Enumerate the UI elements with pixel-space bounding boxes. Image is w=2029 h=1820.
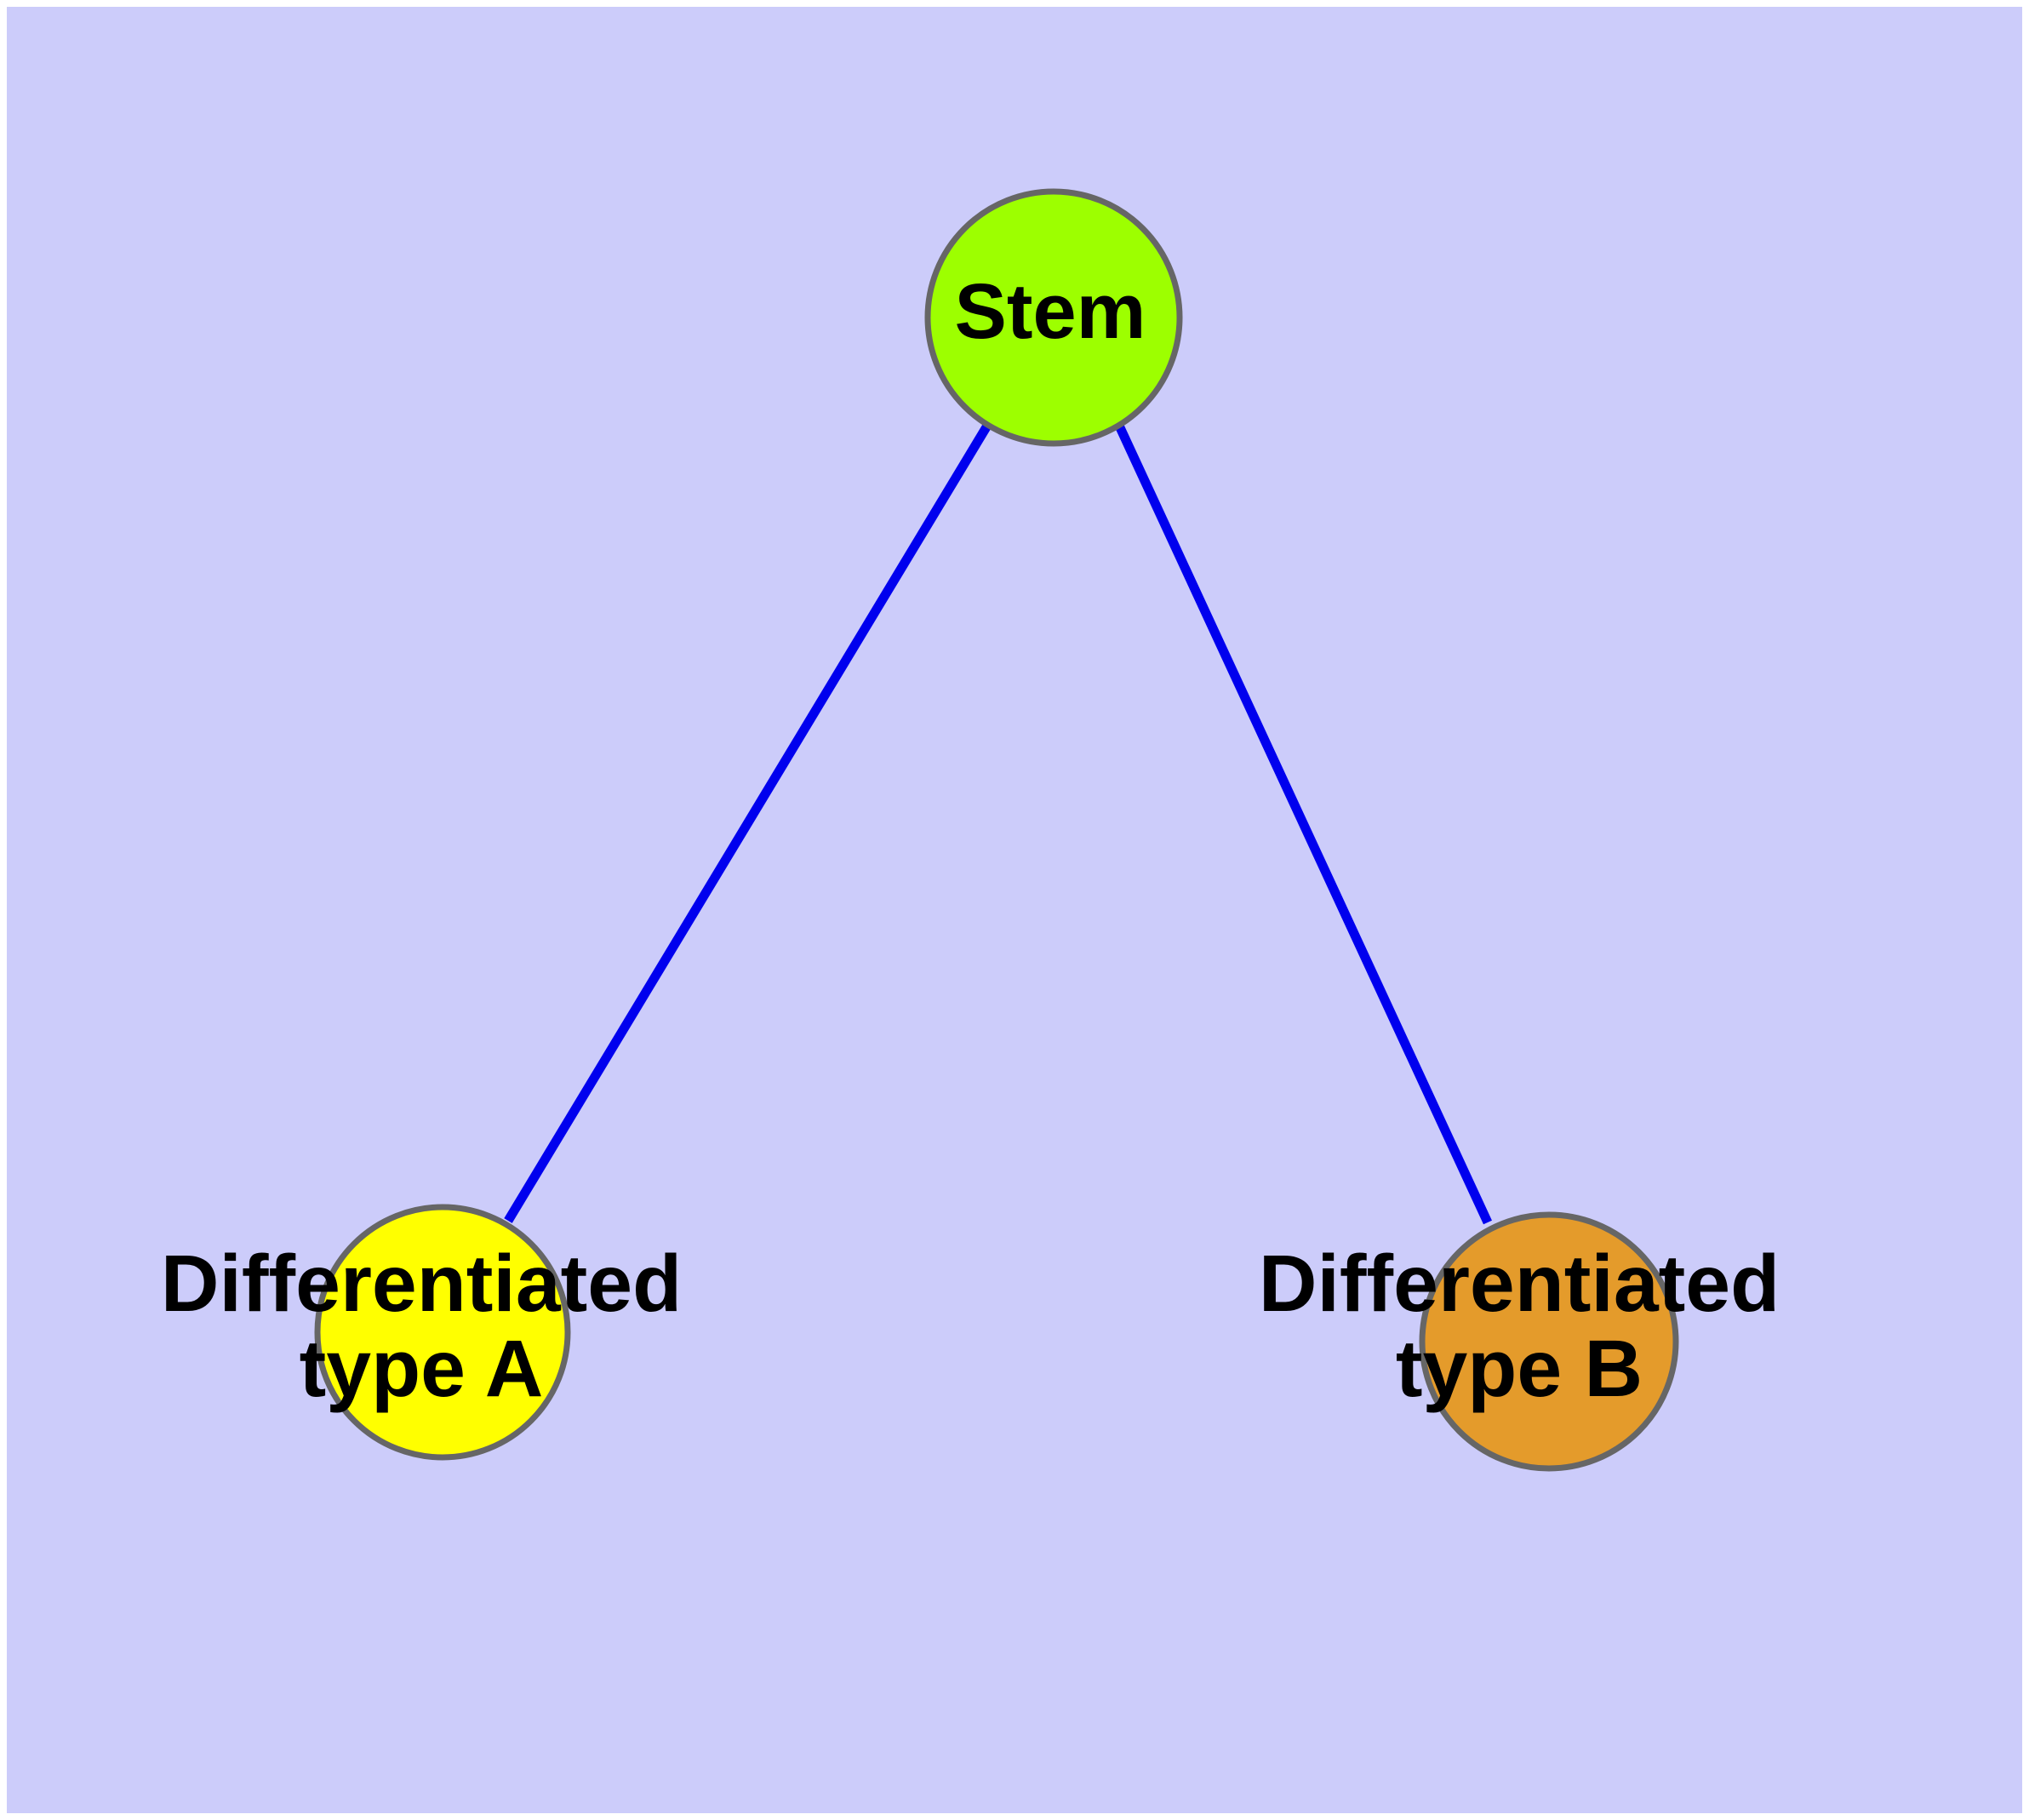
- edges-layer: [504, 423, 1492, 1225]
- graph-node-label-line: Differentiated: [161, 1239, 682, 1329]
- graph-node-label-line: Differentiated: [1259, 1239, 1780, 1329]
- graph-node-label-line: type B: [1396, 1324, 1643, 1414]
- graph-edge-stem-to-diff-b[interactable]: [1115, 423, 1492, 1225]
- graph-node-label-line: Stem: [955, 268, 1146, 355]
- graph-node-diff-a[interactable]: [314, 1204, 571, 1461]
- graph-node-diff-b[interactable]: [1419, 1211, 1679, 1472]
- graph-node-stem[interactable]: [924, 188, 1183, 447]
- graph-node-label-line: type A: [300, 1324, 544, 1414]
- graph-edge-stem-to-diff-a[interactable]: [504, 423, 992, 1223]
- graph-node-label-stem: Stem: [955, 268, 1146, 355]
